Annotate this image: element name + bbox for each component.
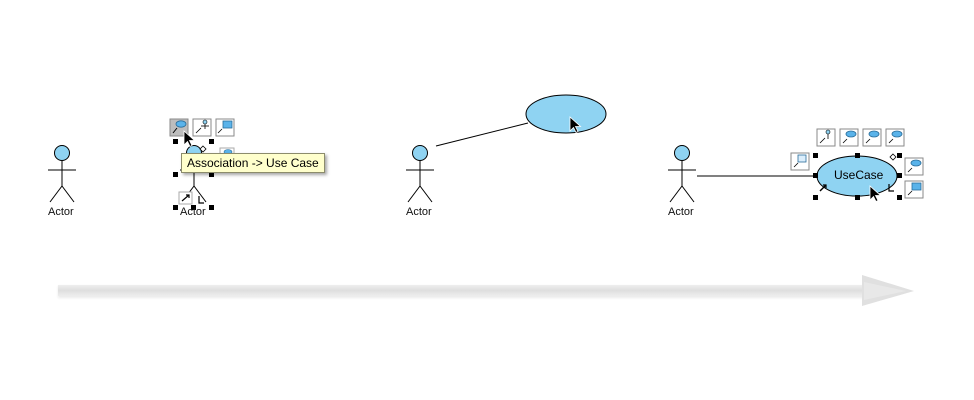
extend-icon[interactable] <box>862 128 882 147</box>
cursor-arrow-icon <box>569 116 582 134</box>
package-icon[interactable] <box>215 118 235 137</box>
selection-handle-icon <box>897 153 902 158</box>
selection-handle-icon <box>897 173 902 178</box>
selection-handle-icon <box>209 172 214 177</box>
association-usecase-icon[interactable] <box>169 118 189 137</box>
selection-handle-icon <box>813 173 818 178</box>
actor-icon[interactable] <box>192 118 212 137</box>
usecase-preview[interactable] <box>525 94 607 134</box>
actor-1[interactable] <box>48 145 76 203</box>
tooltip: Association -> Use Case <box>181 153 325 173</box>
progress-arrow-icon <box>58 275 914 306</box>
selection-handle-icon <box>813 153 818 158</box>
note-icon[interactable] <box>904 180 924 199</box>
selection-handle-icon <box>855 153 860 158</box>
actor-3[interactable] <box>406 145 434 203</box>
generalization-icon[interactable] <box>904 157 924 176</box>
actor-4[interactable] <box>668 145 696 203</box>
cursor-arrow-icon <box>869 185 882 203</box>
actor-label-4: Actor <box>668 206 694 218</box>
selection-handle-icon <box>191 205 196 210</box>
actor-label-1: Actor <box>48 206 74 218</box>
selection-handle-icon <box>813 195 818 200</box>
include-icon[interactable] <box>839 128 859 147</box>
selection-handle-icon <box>209 205 214 210</box>
association-usecase-icon[interactable] <box>885 128 905 147</box>
selection-handle-icon <box>173 205 178 210</box>
actor-label-2: Actor <box>180 206 206 218</box>
connector-icon[interactable] <box>178 191 204 205</box>
selection-handle-icon <box>173 172 178 177</box>
cursor-arrow-icon <box>183 130 196 148</box>
diamond-icon <box>889 153 897 161</box>
actor-label-3: Actor <box>406 206 432 218</box>
usecase-name[interactable]: UseCase <box>834 168 884 182</box>
selection-handle-icon <box>855 195 860 200</box>
selection-handle-icon <box>209 139 214 144</box>
association-line-preview <box>435 122 529 147</box>
usecase-resource-catalog[interactable] <box>790 128 924 199</box>
package-icon[interactable] <box>790 152 810 171</box>
selection-handle-icon <box>897 195 902 200</box>
usecase-selection-handles[interactable] <box>813 153 902 200</box>
selection-handle-icon <box>173 139 178 144</box>
connector-icon[interactable] <box>819 184 894 192</box>
actor-icon[interactable] <box>816 128 836 147</box>
diamond-icon <box>199 145 207 153</box>
selection-handles[interactable] <box>173 139 214 210</box>
